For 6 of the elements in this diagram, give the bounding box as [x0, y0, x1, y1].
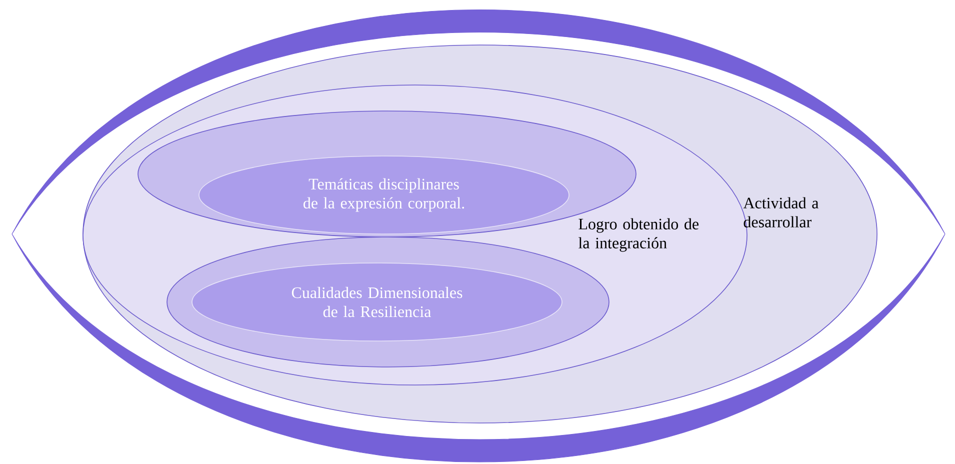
ellipse-outline	[192, 262, 562, 342]
ellipse-label: Cualidades Dimensionales de la Resiliencia	[292, 286, 462, 318]
ellipse-label: Actividad a desarrollar	[743, 197, 819, 228]
ellipse-label: Logro obtenido de la integración	[578, 218, 698, 252]
ellipse-outline	[198, 156, 570, 234]
ellipse-label: Temáticas disciplinares de la expresión corporal.	[304, 178, 464, 212]
